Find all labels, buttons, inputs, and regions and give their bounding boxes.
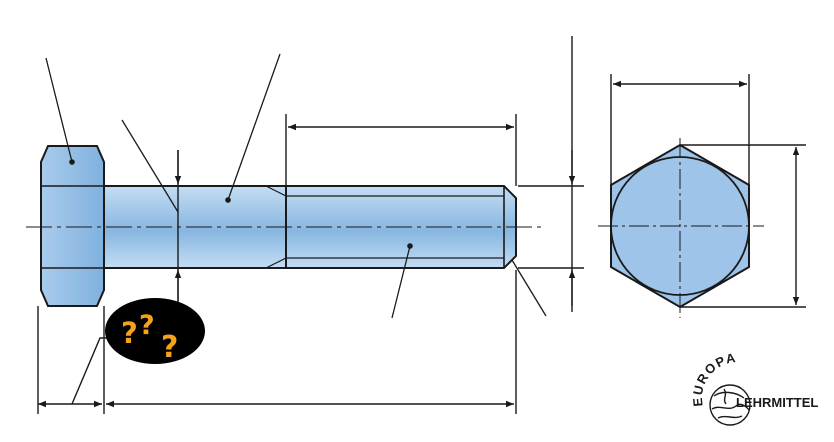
- logo-arc-textpath: EUROPA: [690, 350, 737, 407]
- dimension-nominal-length: [103, 270, 517, 414]
- question-marks-callout: ? ? ?: [105, 298, 205, 365]
- callout-blob: [105, 298, 205, 364]
- question-mark-1: ?: [121, 316, 138, 350]
- dimension-head-height: [37, 306, 108, 414]
- dimension-thread-length: [285, 114, 517, 186]
- dimension-thread-diameter: [518, 36, 584, 312]
- globe-icon: [709, 384, 751, 426]
- logo-side-text: LEHRMITTEL: [736, 395, 818, 410]
- europa-lehrmittel-logo: EUROPA LEHRMITTEL: [690, 350, 818, 426]
- question-mark-3: ?: [161, 330, 178, 365]
- leader-lines: [45, 53, 547, 319]
- question-mark-2: ?: [139, 310, 155, 341]
- bolt-end-view: [598, 138, 764, 318]
- bolt-head: [40, 145, 105, 307]
- logo-arc-text: EUROPA: [690, 350, 738, 407]
- dimension-width-across-corners: [680, 144, 806, 308]
- bolt-side-view: [40, 145, 517, 307]
- dimension-width-across-flats: [610, 74, 750, 185]
